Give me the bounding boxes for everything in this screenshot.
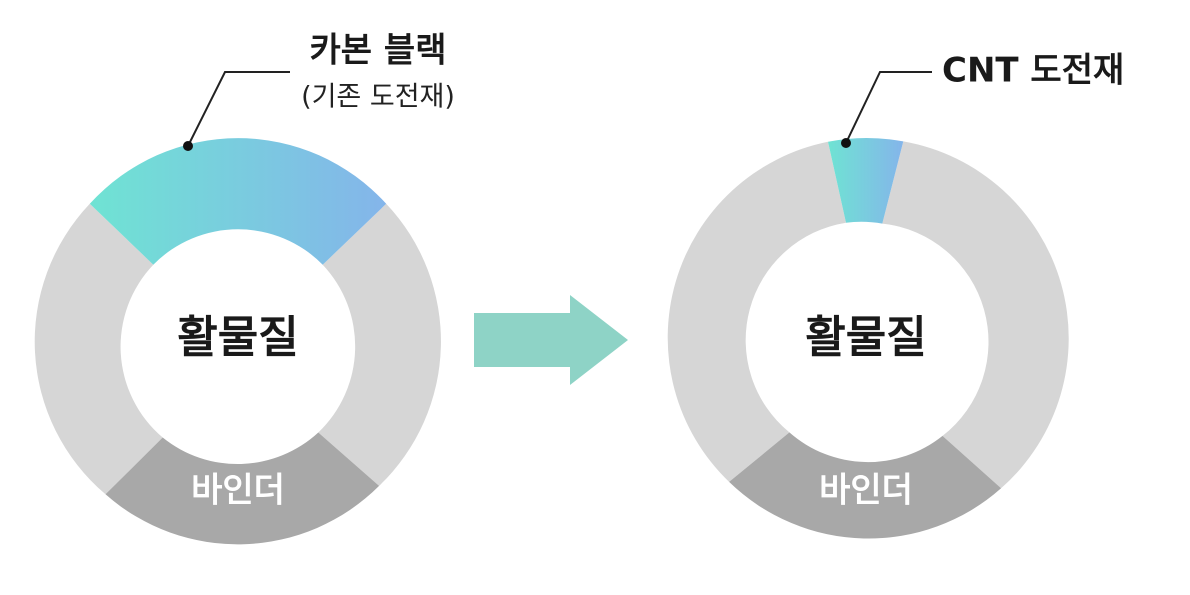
- left-callout: 카본 블랙 (기존 도전재): [183, 31, 455, 151]
- left-ring-gray-segment: [318, 203, 441, 486]
- left-callout-leader-line: [187, 71, 290, 147]
- right-callout-title: CNT 도전재: [942, 51, 1124, 91]
- right-callout-leader-line: [845, 71, 932, 144]
- right-callout: CNT 도전재: [841, 51, 1124, 148]
- left-callout-title: 카본 블랙: [310, 31, 447, 71]
- left-binder-segment: [105, 432, 380, 545]
- right-cnt-segment: [828, 137, 904, 224]
- right-binder-label: 바인더: [819, 471, 913, 511]
- left-callout-subtitle: (기존 도전재): [301, 82, 455, 113]
- left-center-label: 활물질: [177, 312, 298, 363]
- left-donut: 활물질 바인더: [34, 138, 441, 545]
- left-callout-dot: [183, 141, 193, 151]
- right-binder-segment: [729, 432, 1002, 539]
- right-center-label: 활물질: [805, 312, 926, 363]
- left-binder-label: 바인더: [191, 471, 285, 511]
- right-donut: 활물질 바인더: [667, 137, 1069, 539]
- left-ring-gray-segment: [34, 203, 163, 495]
- transition-arrow: [474, 295, 628, 385]
- left-carbon-black-segment: [89, 138, 387, 265]
- right-ring-gray-segment: [882, 141, 1069, 489]
- right-ring-gray-segment: [667, 141, 846, 482]
- right-callout-dot: [841, 138, 851, 148]
